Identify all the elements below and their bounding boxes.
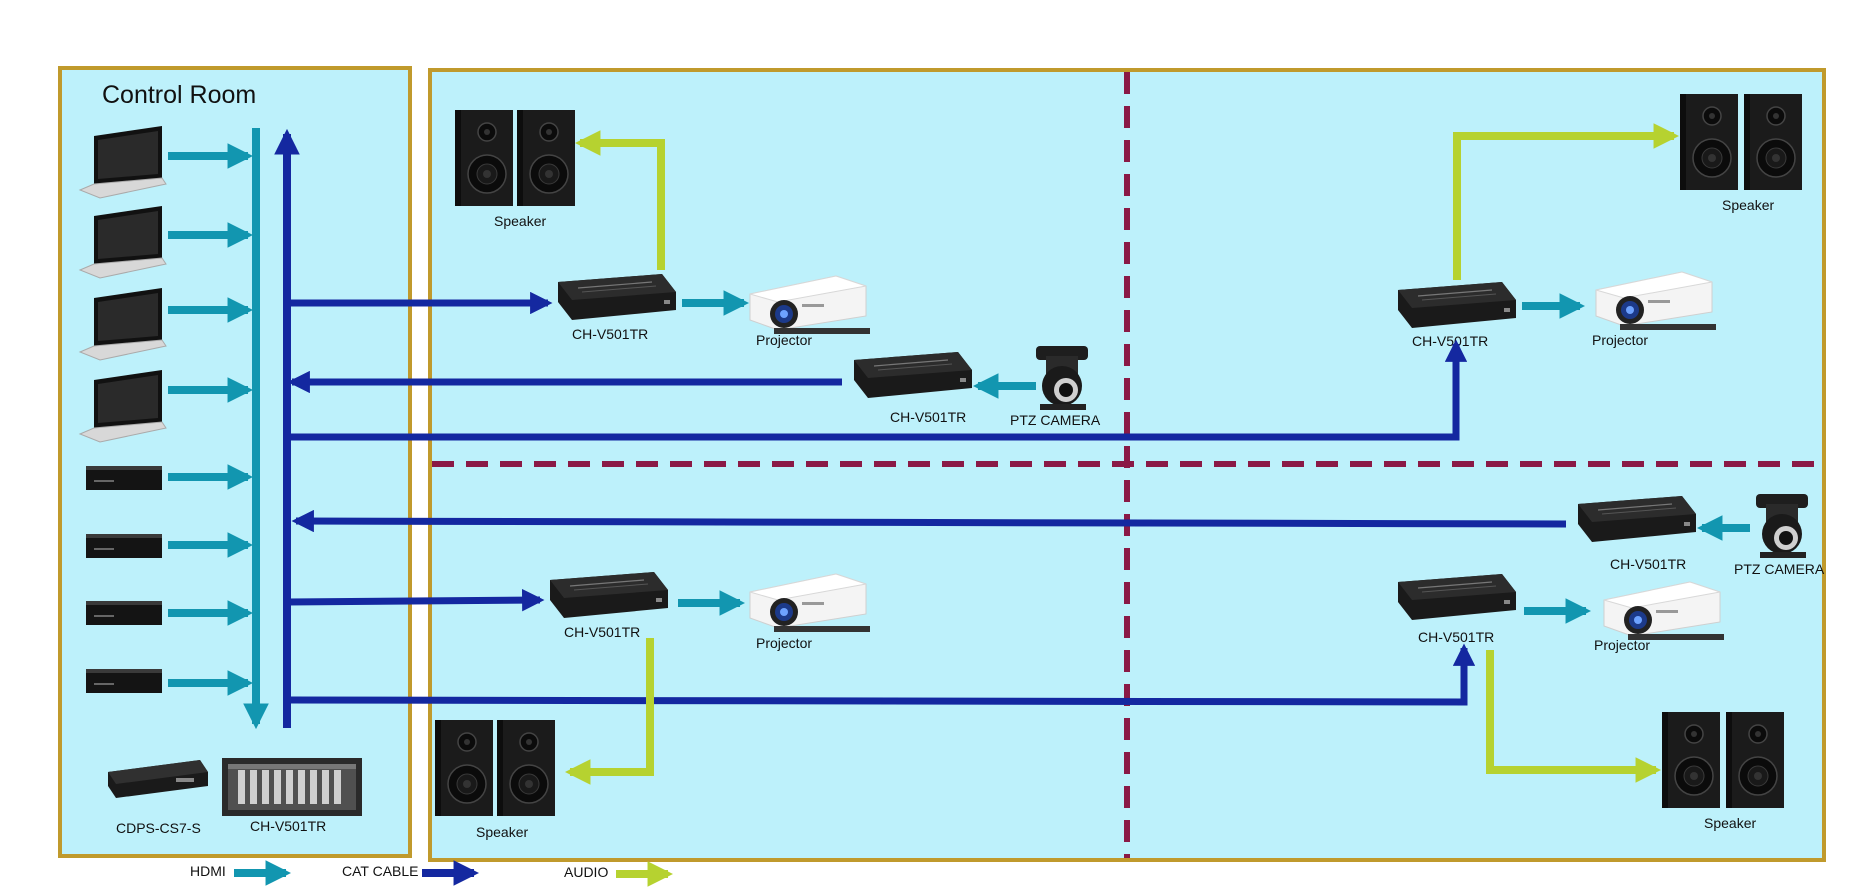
speaker-icon (1679, 93, 1739, 191)
speaker-icon (454, 109, 514, 207)
speaker-icon (496, 719, 556, 817)
audio-to-speaker-arrow (574, 130, 665, 270)
media-player-icon (86, 534, 162, 558)
legend-hdmi-label: HDMI (190, 863, 226, 879)
legend: HDMI CAT CABLE AUDIO (190, 860, 674, 887)
hdmi-input-arrows (168, 143, 254, 696)
rack-label: CH-V501TR (250, 818, 326, 834)
media-player-icon (86, 601, 162, 625)
rack-chassis-icon (222, 758, 362, 816)
speaker-icon (1725, 711, 1785, 809)
speaker-icon (1661, 711, 1721, 809)
speaker-label: Speaker (1722, 197, 1774, 213)
receiver-label: CH-V501TR (1418, 629, 1494, 645)
media-player-icon (86, 466, 162, 490)
receiver-label: CH-V501TR (1412, 333, 1488, 349)
speaker-label: Speaker (494, 213, 546, 229)
receiver-label: CH-V501TR (572, 326, 648, 342)
camera-transmitter-label: CH-V501TR (1610, 556, 1686, 572)
projector-label: Projector (756, 635, 812, 651)
speaker-icon (434, 719, 494, 817)
camera-label: PTZ CAMERA (1734, 561, 1825, 577)
legend-audio-label: AUDIO (564, 864, 608, 880)
speaker-icon (516, 109, 576, 207)
camera-transmitter-label: CH-V501TR (890, 409, 966, 425)
camera-label: PTZ CAMERA (1010, 412, 1101, 428)
media-player-icon (86, 669, 162, 693)
speaker-label: Speaker (476, 824, 528, 840)
projector-label: Projector (1592, 332, 1648, 348)
audio-to-speaker-arrow (564, 638, 654, 785)
legend-cat-label: CAT CABLE (342, 863, 419, 879)
speaker-label: Speaker (1704, 815, 1756, 831)
control-room-zone (58, 66, 412, 858)
projector-label: Projector (756, 332, 812, 348)
audio-to-speaker-arrow (1453, 123, 1680, 280)
receiver-label: CH-V501TR (564, 624, 640, 640)
cat-to-receiver-arrow (288, 339, 1468, 441)
control-room-title: Control Room (102, 81, 256, 109)
cat-from-camera-arrow (291, 509, 1567, 533)
projector-label: Projector (1594, 637, 1650, 653)
audio-to-speaker-arrow (1486, 650, 1662, 783)
cat-to-receiver-arrow (287, 643, 1476, 706)
speaker-icon (1743, 93, 1803, 191)
cdps-label: CDPS-CS7-S (116, 820, 201, 836)
cat-to-receiver-arrow (287, 588, 545, 612)
